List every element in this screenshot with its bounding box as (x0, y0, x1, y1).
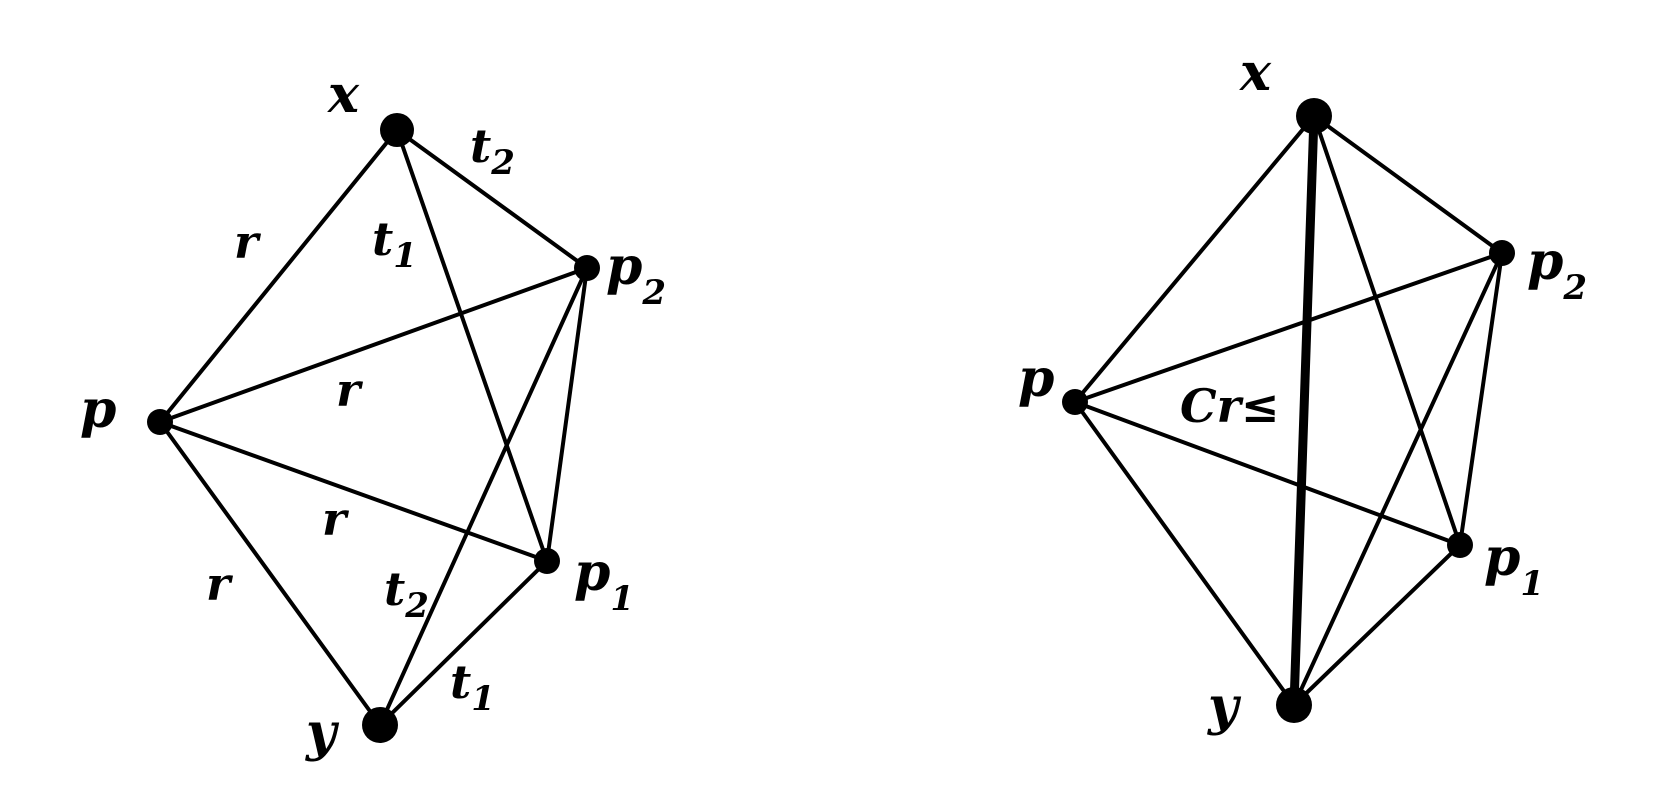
edge-p-y (1073, 400, 1296, 707)
vertex-label-x: x (327, 64, 360, 125)
node-p1 (1447, 532, 1473, 558)
edge-label-p-y: r (206, 557, 234, 611)
edge-x-p (1073, 114, 1316, 404)
vertex-label-p: p (80, 379, 116, 440)
vertex-label-p2: p2 (1527, 231, 1587, 308)
vertex-label-p1: p1 (1484, 527, 1544, 604)
node-x (1296, 98, 1332, 134)
edge-p2-y (378, 266, 589, 727)
edge-p1-y (378, 559, 549, 727)
node-p2 (574, 255, 600, 281)
edge-x-p1 (395, 128, 549, 563)
edge-p-y (158, 420, 382, 727)
edge-label-p-p2: r (336, 363, 364, 417)
edge-x-p2 (1312, 114, 1504, 255)
vertex-label-p1: p1 (574, 542, 634, 619)
left-edge-labels: t2 r t1 r r r t2 t1 (206, 119, 515, 719)
left-edges (158, 128, 589, 727)
edge-p-p2 (158, 266, 589, 424)
vertex-label-x: x (1239, 42, 1272, 103)
edge-label-x-p1: t1 (372, 212, 417, 276)
right-diagram: x p2 p p1 y Cr≤ (1018, 42, 1587, 737)
edge-x-p2 (395, 128, 589, 270)
vertex-label-p: p (1018, 348, 1054, 409)
edge-label-p2-y: t2 (384, 562, 429, 626)
edge-p-p2 (1073, 251, 1504, 404)
right-nodes (1062, 98, 1515, 723)
left-nodes (147, 113, 600, 743)
edge-label-x-y: Cr≤ (1180, 379, 1279, 433)
node-y (1276, 687, 1312, 723)
vertex-label-p2: p2 (606, 236, 666, 313)
node-p1 (534, 548, 560, 574)
edge-p1-y (1292, 543, 1462, 707)
edge-x-y (1289, 111, 1319, 710)
node-x (380, 113, 414, 147)
node-p2 (1489, 240, 1515, 266)
edge-label-x-p2: t2 (470, 119, 515, 183)
edge-x-p1 (1312, 114, 1462, 547)
vertex-label-y: y (1207, 676, 1242, 737)
edge-label-p-p1: r (322, 492, 350, 546)
edge-p2-y (1292, 251, 1504, 707)
left-diagram: x p2 p p1 y t2 r t1 r r r t2 t1 (80, 64, 666, 763)
node-p (1062, 389, 1088, 415)
node-p (147, 409, 173, 435)
edge-p2-p1 (1458, 251, 1504, 547)
left-vertex-labels: x p2 p p1 y (80, 64, 666, 763)
right-edge-labels: Cr≤ (1180, 379, 1279, 433)
right-vertex-labels: x p2 p p1 y (1018, 42, 1587, 737)
edge-p-p1 (1073, 400, 1462, 547)
edge-label-x-p: r (234, 215, 262, 269)
edge-p-p1 (158, 420, 549, 563)
node-y (362, 707, 398, 743)
edge-x-p (158, 128, 399, 424)
vertex-label-y: y (305, 702, 340, 763)
right-edges (1073, 111, 1504, 710)
edge-p2-p1 (545, 266, 589, 563)
edge-label-p1-y: t1 (450, 655, 495, 719)
